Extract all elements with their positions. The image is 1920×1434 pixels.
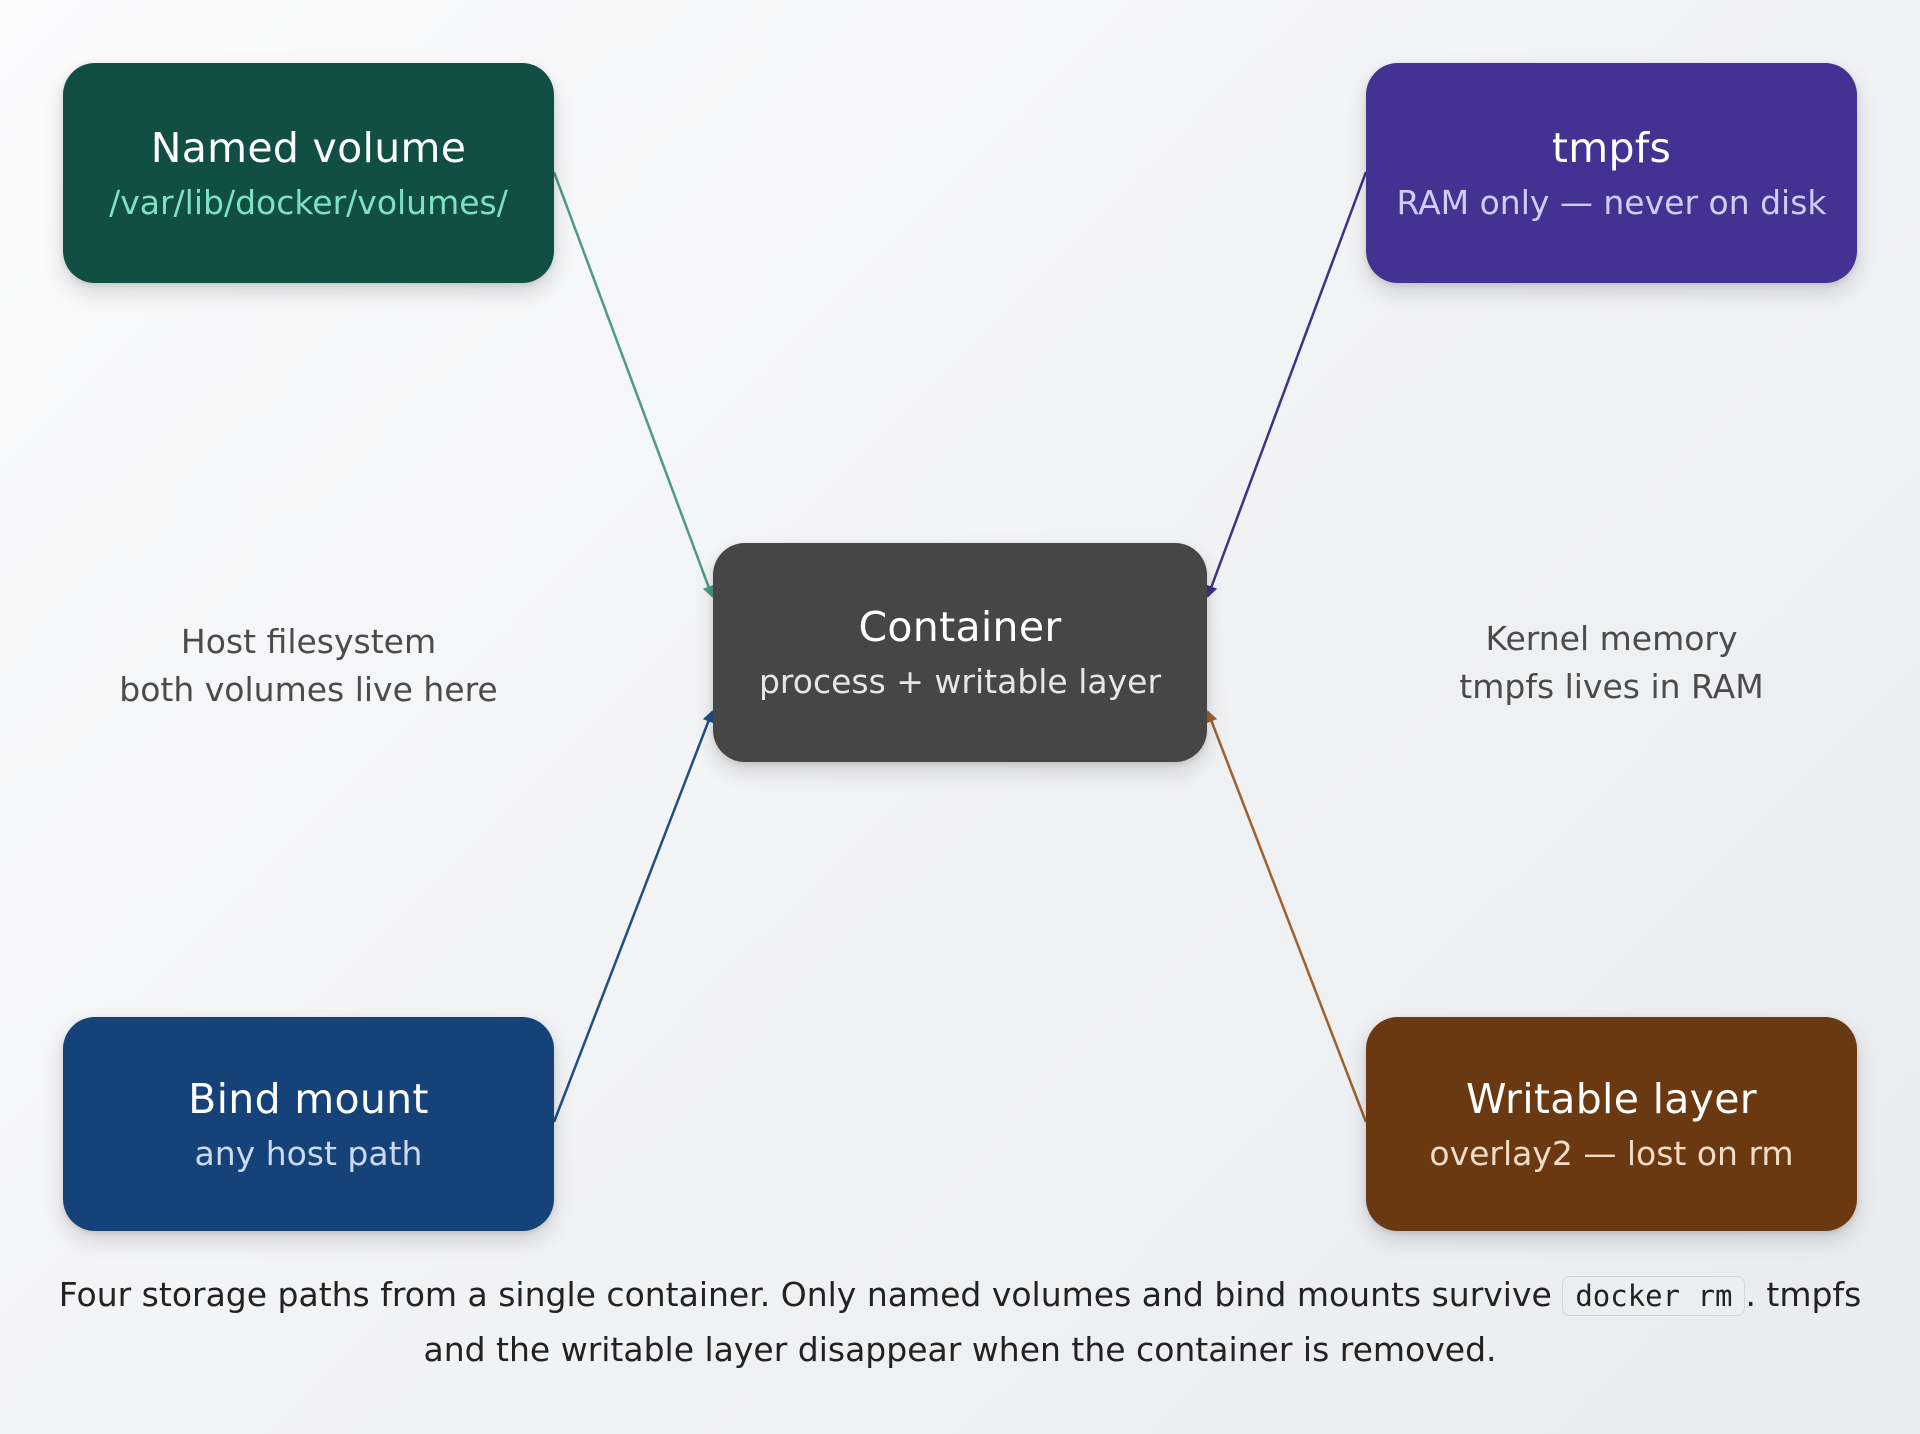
writable-layer-subtitle: overlay2 — lost on rm — [1429, 1133, 1794, 1173]
arrow-writable-layer-to-container — [1205, 710, 1368, 1123]
named-volume-node: Named volume /var/lib/docker/volumes/ — [63, 63, 554, 283]
caption-code-docker-rm: docker rm — [1562, 1276, 1746, 1316]
container-node: Container process + writable layer — [713, 543, 1207, 762]
caption-text-before: Four storage paths from a single contain… — [58, 1275, 1563, 1314]
host-zone-line2: both volumes live here — [119, 670, 498, 709]
named-volume-title: Named volume — [150, 123, 467, 172]
bind-mount-subtitle: any host path — [194, 1133, 423, 1173]
host-filesystem-label: Host filesystem both volumes live here — [63, 618, 554, 714]
kernel-zone-line2: tmpfs lives in RAM — [1459, 667, 1764, 706]
container-title: Container — [858, 603, 1062, 652]
bind-mount-node: Bind mount any host path — [63, 1017, 554, 1231]
named-volume-subtitle: /var/lib/docker/volumes/ — [109, 182, 508, 222]
bind-mount-title: Bind mount — [188, 1074, 429, 1123]
container-subtitle: process + writable layer — [758, 662, 1162, 702]
writable-layer-title: Writable layer — [1466, 1074, 1757, 1123]
tmpfs-title: tmpfs — [1551, 123, 1672, 172]
kernel-zone-line1: Kernel memory — [1485, 619, 1738, 658]
caption-text-after: . tmpfs and the writable layer disappear… — [423, 1275, 1862, 1369]
arrow-bind-mount-to-container — [552, 710, 715, 1123]
kernel-memory-label: Kernel memory tmpfs lives in RAM — [1366, 615, 1857, 711]
tmpfs-node: tmpfs RAM only — never on disk — [1366, 63, 1857, 283]
host-zone-line1: Host filesystem — [180, 622, 437, 661]
arrow-named-volume-to-container — [552, 171, 715, 598]
writable-layer-node: Writable layer overlay2 — lost on rm — [1366, 1017, 1857, 1231]
arrow-tmpfs-to-container — [1205, 171, 1368, 598]
tmpfs-subtitle: RAM only — never on disk — [1396, 182, 1827, 222]
diagram-caption: Four storage paths from a single contain… — [40, 1268, 1880, 1377]
